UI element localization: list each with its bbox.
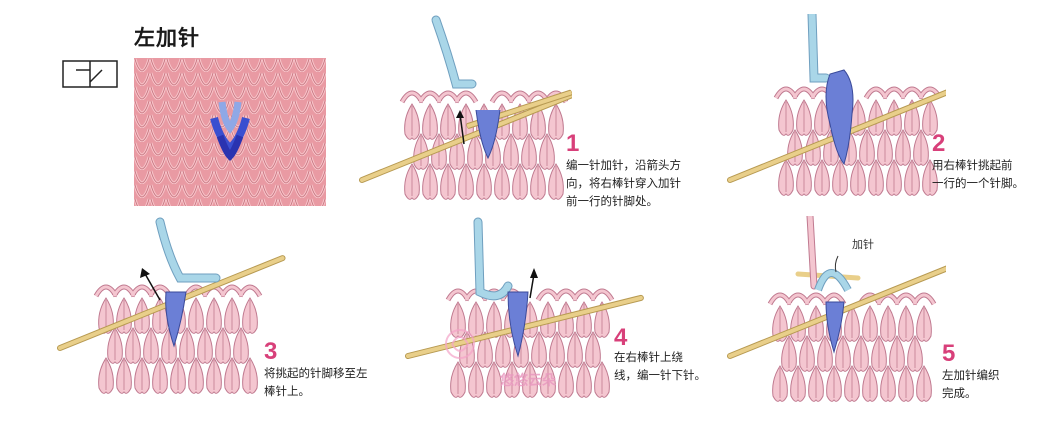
step2-illustration	[726, 14, 946, 210]
step5-illustration	[726, 216, 946, 412]
step1-number: 1	[566, 130, 580, 157]
watermark-logo	[445, 329, 475, 359]
step3-text: 将挑起的针脚移至左 棒针上。	[264, 366, 368, 398]
step5-number: 5	[942, 340, 956, 367]
step4-text: 在右棒针上绕 线，编一针下针。	[614, 350, 706, 382]
page-title: 左加针	[134, 26, 200, 50]
step2-number: 2	[932, 130, 946, 157]
step1-illustration	[352, 15, 572, 210]
callout-label: 加针	[852, 238, 874, 251]
step3-number: 3	[264, 338, 278, 365]
knit-swatch-photo	[134, 58, 326, 206]
step3-illustration	[56, 217, 316, 412]
step2-text: 用右棒针挑起前 一行的一个针脚。	[932, 158, 1024, 190]
step5-text: 左加针编织 完成。	[942, 368, 1000, 400]
left-increase-symbol	[62, 60, 118, 88]
step4-number: 4	[614, 324, 628, 351]
watermark-text: 悠悠云朵	[500, 373, 556, 389]
step4-illustration	[404, 217, 644, 412]
step1-text: 编一针加针，沿箭头方 向，将右棒针穿入加针 前一行的针脚处。	[566, 158, 681, 208]
